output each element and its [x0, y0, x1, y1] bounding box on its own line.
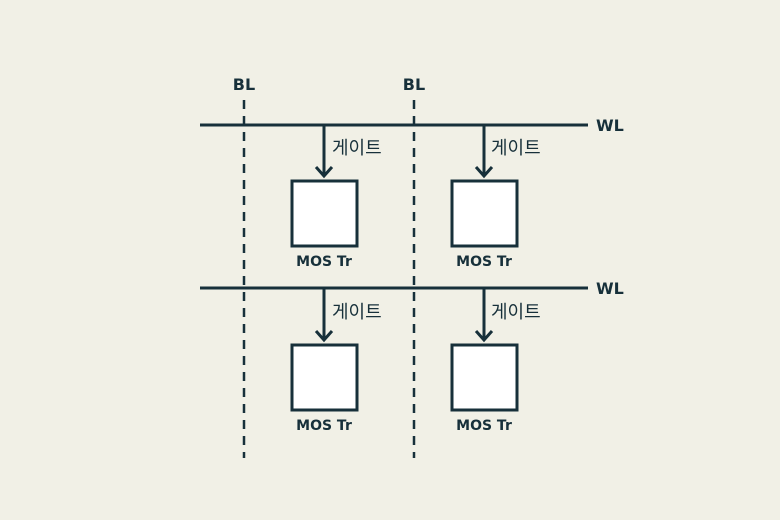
- memory-cell-bottom-left: 게이트 MOS Tr: [290, 288, 382, 434]
- mos-transistor-label: MOS Tr: [456, 418, 512, 434]
- gate-arrow-head: [474, 330, 494, 343]
- mos-transistor-box: [290, 179, 359, 248]
- memory-cell-top-right: 게이트 MOS Tr: [450, 125, 541, 270]
- word-line-top-label: WL: [596, 116, 624, 135]
- bit-line-left-label: BL: [233, 75, 255, 94]
- gate-label: 게이트: [491, 138, 541, 159]
- gate-arrow-head: [474, 166, 494, 179]
- word-line-bottom-label: WL: [596, 279, 624, 298]
- memory-cell-top-left: 게이트 MOS Tr: [290, 125, 382, 270]
- mos-transistor-box: [290, 343, 359, 412]
- gate-arrow-head: [314, 166, 334, 179]
- gate-label: 게이트: [491, 302, 541, 323]
- mos-transistor-box: [450, 343, 519, 412]
- gate-label: 게이트: [332, 302, 382, 323]
- mos-transistor-box: [450, 179, 519, 248]
- gate-label: 게이트: [332, 138, 382, 159]
- mos-transistor-label: MOS Tr: [456, 254, 512, 270]
- gate-arrow-head: [314, 330, 334, 343]
- mos-transistor-label: MOS Tr: [296, 254, 352, 270]
- bit-line-right-label: BL: [403, 75, 425, 94]
- memory-cell-bottom-right: 게이트 MOS Tr: [450, 288, 541, 434]
- mos-transistor-label: MOS Tr: [296, 418, 352, 434]
